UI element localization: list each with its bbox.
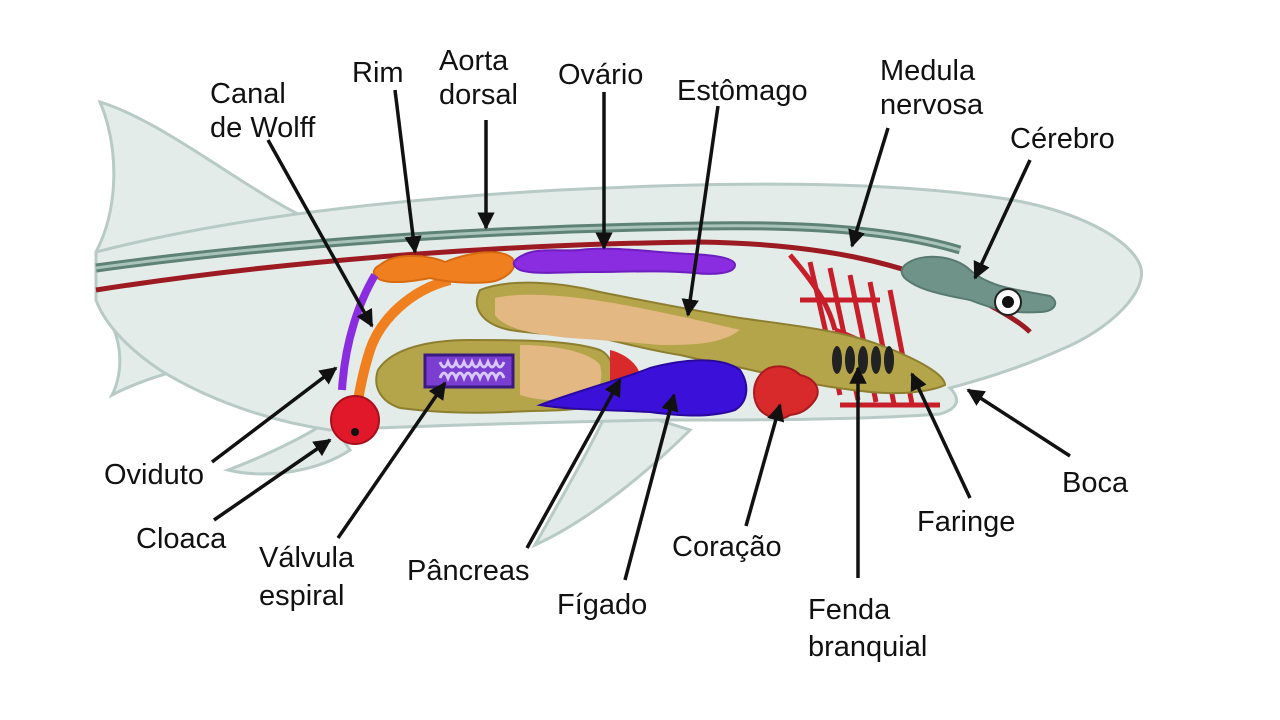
wolffian-duct <box>353 275 452 401</box>
label-medula-1: Medula <box>880 55 976 87</box>
label-faringe: Faringe <box>917 506 1015 538</box>
label-coracao: Coração <box>672 531 782 563</box>
label-valvula-1: Válvula <box>259 542 355 574</box>
spiral-valve <box>423 353 515 389</box>
label-medula-2: nervosa <box>880 89 984 121</box>
label-fenda-1: Fenda <box>808 594 891 626</box>
label-cloaca: Cloaca <box>136 523 227 555</box>
liver <box>536 359 748 417</box>
label-cerebro: Cérebro <box>1010 123 1115 155</box>
label-fenda-2: branquial <box>808 631 927 663</box>
label-aorta-1: Aorta <box>439 45 509 77</box>
pelvic-fin <box>222 417 353 476</box>
ovary <box>512 247 737 275</box>
label-valvula-2: espiral <box>259 580 344 612</box>
label-rim: Rim <box>352 57 404 89</box>
label-estomago: Estômago <box>677 75 808 107</box>
label-arrows <box>210 89 1071 581</box>
label-canal-wolff-2: de Wolff <box>210 112 316 144</box>
cloaca <box>330 395 380 445</box>
oviduct <box>338 272 379 391</box>
eye <box>994 288 1022 316</box>
label-aorta-2: dorsal <box>439 79 518 111</box>
label-canal-wolff-1: Canal <box>210 78 286 110</box>
label-oviduto: Oviduto <box>104 459 204 491</box>
label-pancreas: Pâncreas <box>407 555 530 587</box>
label-boca: Boca <box>1062 467 1129 499</box>
label-ovario: Ovário <box>558 59 643 91</box>
label-figado: Fígado <box>557 589 647 621</box>
